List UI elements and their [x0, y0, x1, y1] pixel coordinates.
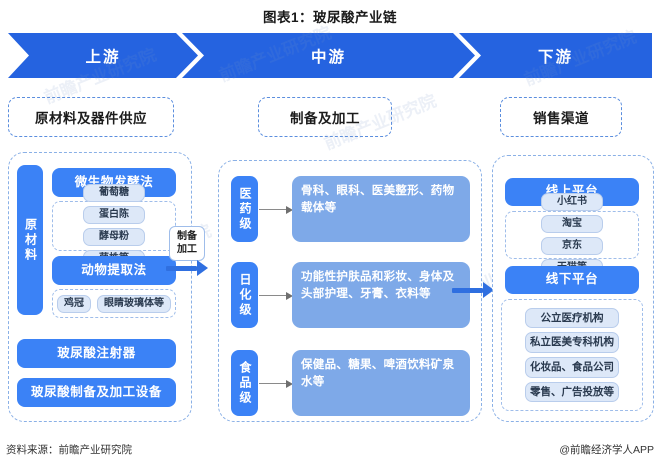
- upstream-side-label: 原材料: [17, 165, 43, 315]
- connector-label-line2: 加工: [177, 243, 197, 255]
- chip-item: 公立医疗机构: [525, 307, 619, 329]
- chip-item: 鸡冠: [57, 294, 91, 313]
- upstream-method-animal-extraction[interactable]: 动物提取法: [52, 256, 176, 285]
- flow-arrow-upstream-to-midstream: [166, 260, 208, 276]
- upstream-fermentation-items: 葡萄糖 蛋白陈 酵母粉 菌株等: [52, 184, 176, 268]
- arrow-shaft: [259, 382, 286, 385]
- chevron-downstream: 下游: [459, 33, 652, 78]
- arrow-head: [286, 379, 293, 388]
- source-note: 资料来源：前瞻产业研究院: [6, 444, 132, 456]
- arrow-shaft: [259, 294, 286, 297]
- midstream-grade-food[interactable]: 食品级: [231, 350, 258, 416]
- arrow-head: [286, 205, 293, 214]
- arrow-head: [197, 260, 208, 276]
- connector-label-processing: 制备 加工: [169, 226, 205, 261]
- midstream-content-cosmetic: 功能性护肤品和彩妆、身体及头部护理、牙膏、衣料等: [292, 262, 470, 328]
- midstream-grade-cosmetic[interactable]: 日化级: [231, 262, 258, 328]
- chip-item: 葡萄糖: [83, 184, 145, 202]
- chip-item: 零售、广告投放等: [525, 381, 619, 403]
- grade-arrow-cosmetic: [259, 291, 293, 300]
- midstream-content-food: 保健品、糖果、啤酒饮料矿泉水等: [292, 350, 470, 416]
- arrow-shaft: [452, 287, 483, 293]
- stage-header-downstream: 销售渠道: [500, 97, 622, 137]
- grade-arrow-medical: [259, 205, 293, 214]
- upstream-animal-items: 鸡冠 眼睛玻璃体等: [52, 289, 176, 318]
- arrow-shaft: [259, 208, 286, 211]
- chip-item: 私立医美专科机构: [525, 332, 619, 353]
- arrow-head: [286, 291, 293, 300]
- chip-item: 眼睛玻璃体等: [97, 294, 171, 313]
- stage-chevron-band: 上游 中游 下游: [8, 33, 652, 78]
- upstream-device-syringe[interactable]: 玻尿酸注射器: [17, 339, 176, 368]
- downstream-online-items: 小红书 淘宝 京东 天猫等: [505, 193, 639, 277]
- chip-item: 蛋白陈: [83, 206, 145, 224]
- connector-label-line1: 制备: [177, 231, 197, 242]
- chip-item: 化妆品、食品公司: [525, 357, 619, 378]
- arrow-shaft: [166, 265, 197, 271]
- arrow-head: [483, 282, 494, 298]
- grade-arrow-food: [259, 379, 293, 388]
- flow-arrow-midstream-to-downstream: [452, 282, 494, 298]
- chevron-midstream: 中游: [182, 33, 475, 78]
- downstream-channel-offline[interactable]: 线下平台: [505, 266, 639, 294]
- upstream-device-equipment[interactable]: 玻尿酸制备及加工设备: [17, 378, 176, 407]
- chip-item: 小红书: [541, 193, 603, 211]
- stage-header-upstream: 原材料及器件供应: [8, 97, 174, 137]
- chip-item: 酵母粉: [83, 228, 145, 246]
- downstream-offline-items: 公立医疗机构 私立医美专科机构 化妆品、食品公司 零售、广告投放等: [501, 299, 643, 411]
- page-title: 图表1：玻尿酸产业链: [262, 10, 397, 25]
- chip-item: 京东: [541, 237, 603, 255]
- chip-item: 淘宝: [541, 215, 603, 233]
- midstream-content-medical: 骨科、眼科、医美整形、药物载体等: [292, 176, 470, 242]
- midstream-grade-medical[interactable]: 医药级: [231, 176, 258, 242]
- chevron-upstream: 上游: [8, 33, 198, 78]
- stage-header-midstream: 制备及加工: [258, 97, 392, 137]
- credit-note: @前瞻经济学人APP: [559, 444, 654, 456]
